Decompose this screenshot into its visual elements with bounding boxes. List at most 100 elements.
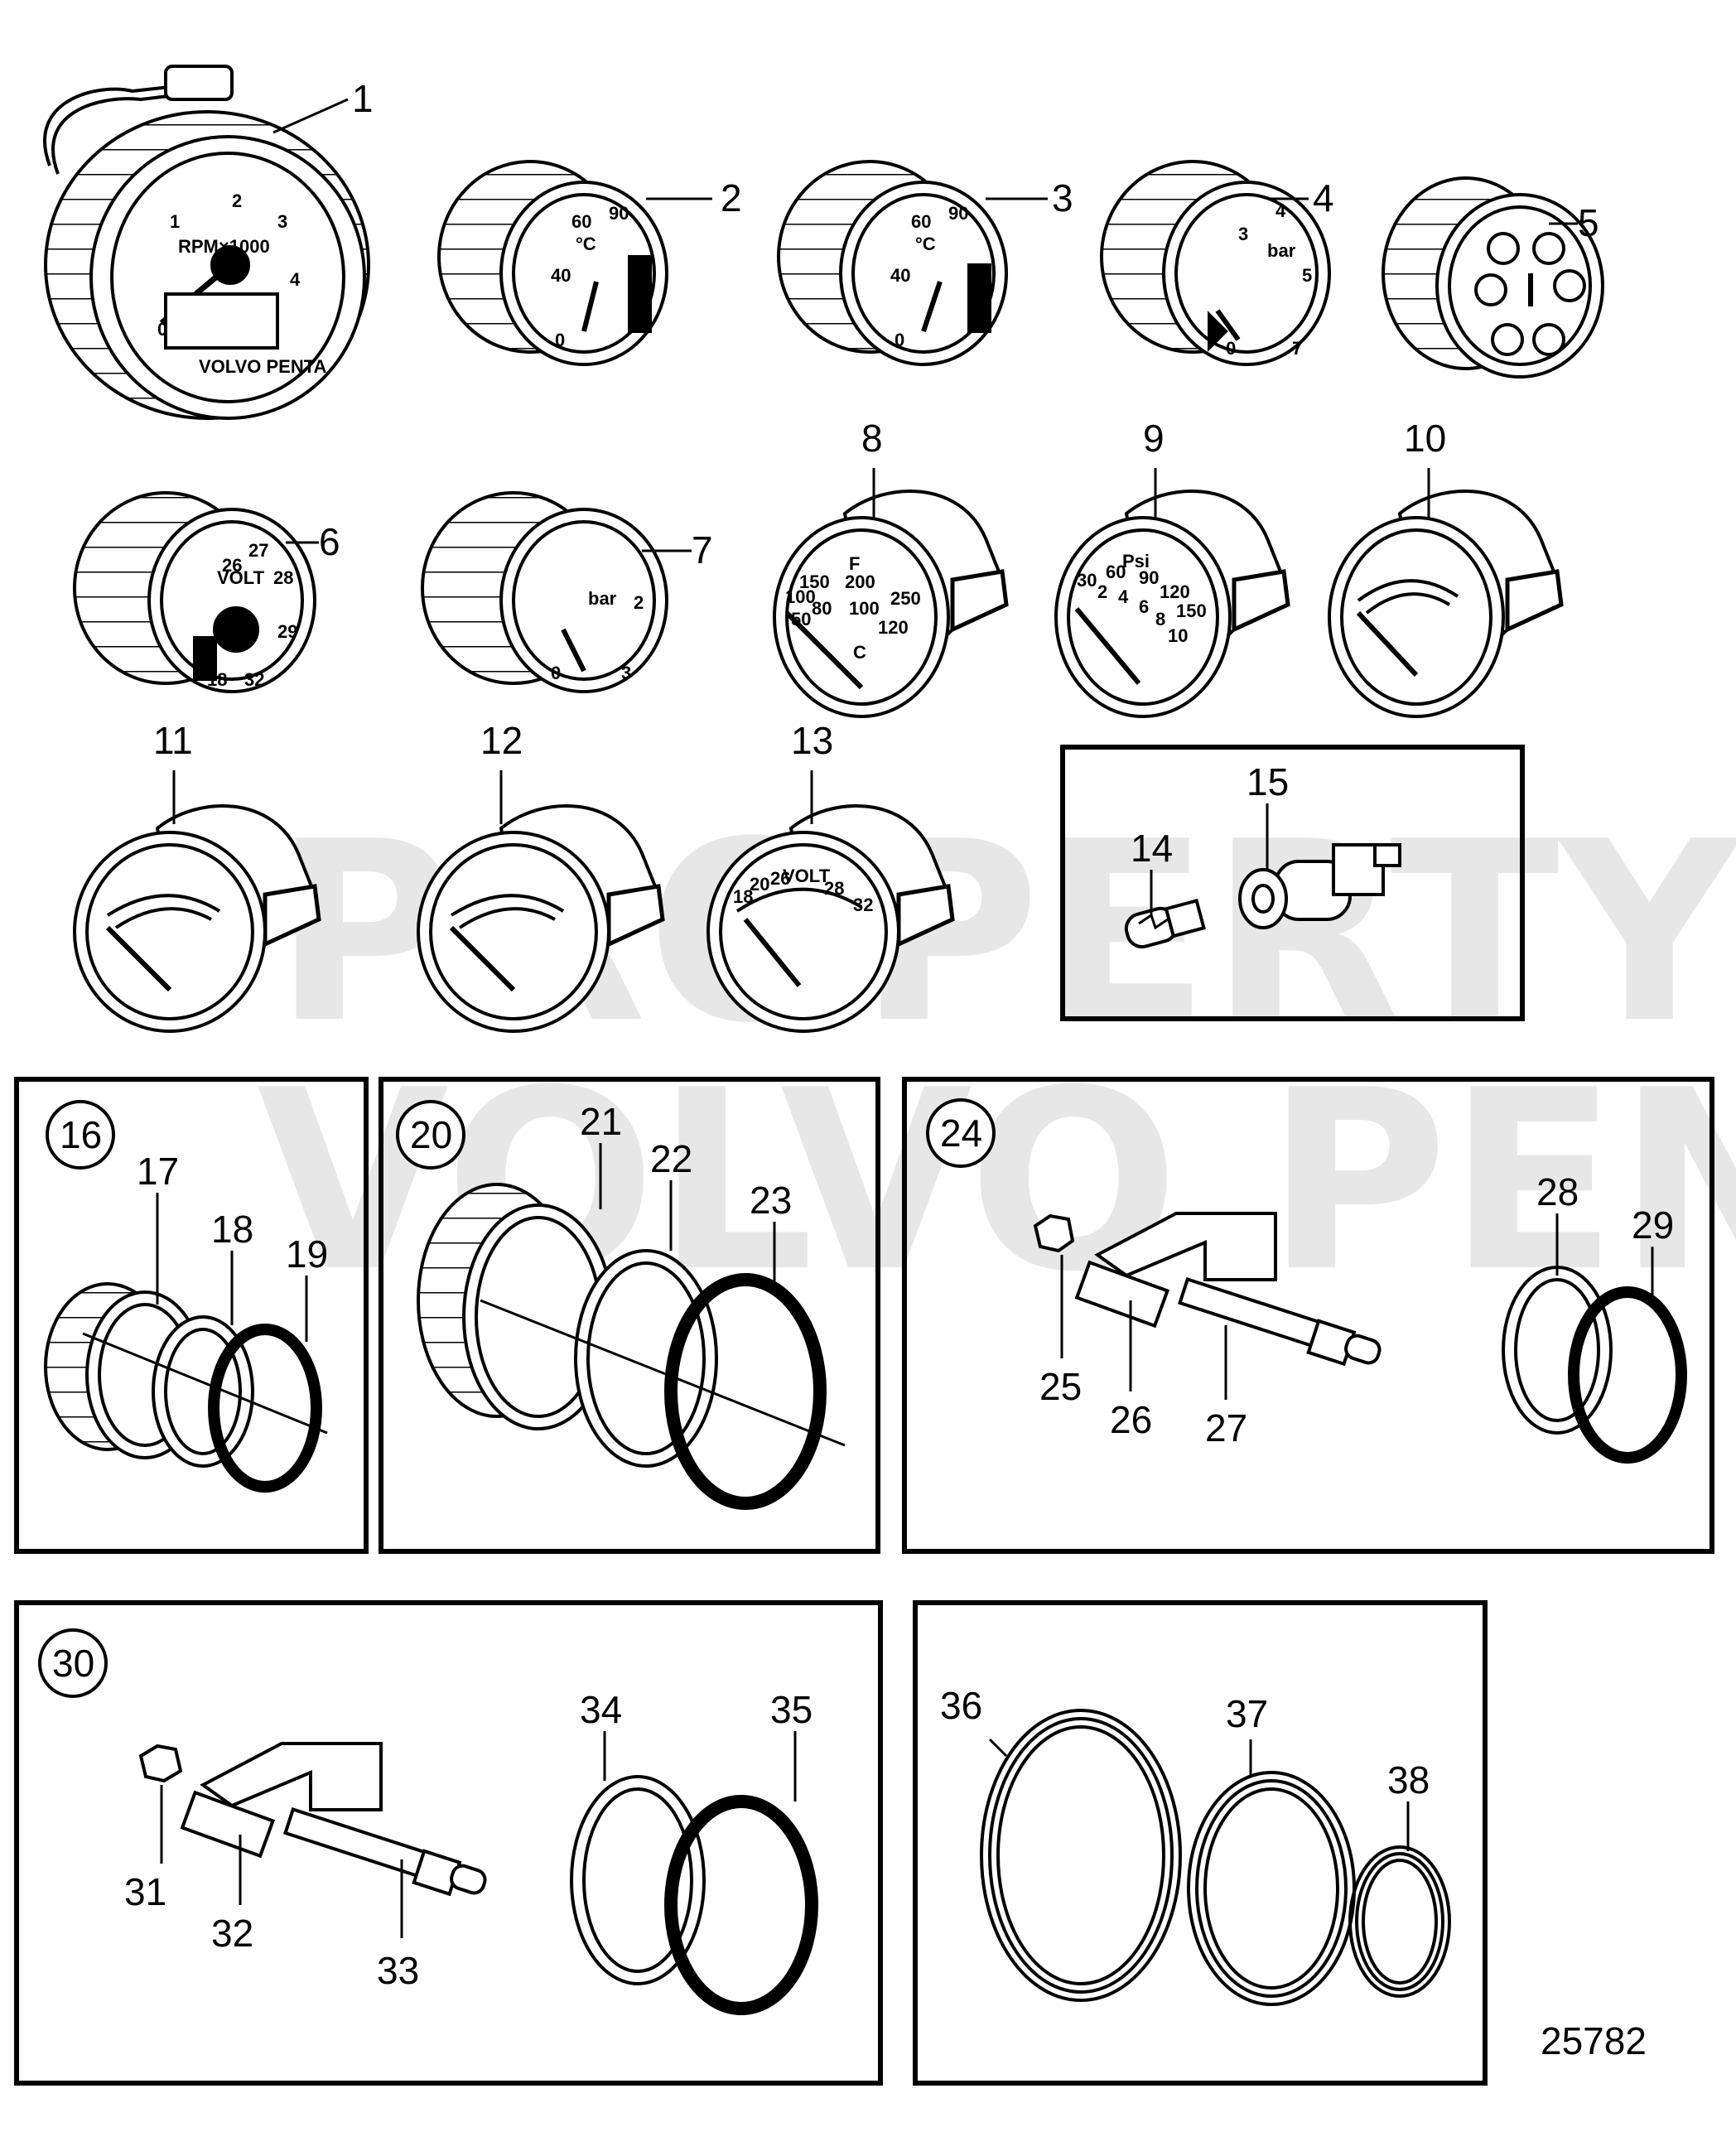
callout-22: 22 [650,1137,692,1180]
pressure-tick-0: 0 [1226,338,1236,359]
callout-33: 33 [377,1949,419,1992]
group-20-circle [396,1100,465,1170]
callout-15: 15 [1247,760,1289,803]
tacho-tick-0: 0 [157,319,167,340]
volt-tick-5: 32 [244,669,264,690]
pressure-tick-7: 7 [1292,338,1302,359]
f-tick-1: 150 [799,572,830,592]
callout-5: 5 [1578,201,1599,244]
seal-ring-small [208,1324,322,1493]
bulb [1124,898,1206,949]
callout-32: 32 [211,1912,253,1955]
seal-ring-30 [664,1795,818,2015]
callout-25: 25 [1039,1365,1082,1408]
callout-35: 35 [770,1688,813,1731]
callout-27: 27 [1205,1406,1247,1449]
volt-unit: VOLT [217,567,265,588]
tacho-brand: VOLVO PENTA [199,356,327,377]
pressure-tick-3: 3 [1238,224,1248,244]
callout-3: 3 [1052,176,1073,219]
gasket-large [980,1709,1182,2002]
c-unit: C [853,642,866,663]
pressure2-tick-2: 2 [634,592,644,613]
group-24-circle [926,1098,996,1168]
callout-28: 28 [1536,1170,1579,1213]
box-group-20 [379,1077,880,1554]
callout-26: 26 [1110,1398,1152,1441]
pressure-unit: bar [1267,240,1296,261]
temp-tick-3: 90 [609,203,629,224]
psi-tick-1: 60 [1106,562,1126,582]
callout-11: 11 [153,719,193,762]
volt2-tick-2: 26 [770,868,790,889]
callout-21: 21 [580,1100,622,1143]
washer-small [152,1315,254,1468]
volt-tick-2: 27 [248,540,268,561]
psi-tick-0: 30 [1077,570,1097,591]
psi-bar-tick-1: 4 [1118,586,1129,607]
callout-4: 4 [1313,176,1334,219]
callout-8: 8 [861,417,883,460]
callout-14: 14 [1131,827,1173,870]
f-tick-0: 100 [785,586,816,607]
callout-23: 23 [750,1179,792,1222]
bezel-nut-large [417,1183,615,1430]
volt-tick-4: 29 [277,621,297,642]
volt2-tick-1: 20 [750,874,769,895]
pressure2-tick-3: 3 [621,663,631,683]
group-24-label: 24 [940,1112,982,1155]
volt-tick-0: 18 [207,669,227,690]
drawing-number: 25782 [1541,2019,1647,2062]
psi-bar-tick-4: 10 [1168,625,1188,646]
pressure2-unit: bar [588,588,617,609]
callout-12: 12 [480,719,523,762]
c-tick-1: 80 [812,598,832,619]
tacho-unit: RPM×1000 [178,236,270,257]
pressure2-tick-0: 0 [551,663,561,683]
temp2-tick-1: 40 [890,265,910,286]
bulb-socket [1238,843,1401,929]
tacho-tick-4: 4 [290,269,301,290]
volt2-unit: VOLT [783,866,831,886]
psi-unit: Psi [1122,551,1150,572]
group-20-label: 20 [410,1113,452,1156]
bracket-assembly-30 [138,1742,487,1897]
temp2-tick-2: 60 [911,211,931,232]
psi-bar-tick-3: 8 [1155,609,1165,629]
temp-tick-1: 40 [551,265,571,286]
washer-24 [1502,1266,1613,1435]
tacho-tick-3: 3 [277,211,287,232]
f-unit: F [849,553,860,574]
callout-29: 29 [1632,1203,1674,1247]
bracket-assembly-24 [1033,1212,1382,1367]
callout-19: 19 [286,1232,328,1276]
axis-line-20 [480,1299,846,1447]
gauge-temperature-fc: F C 100 150 200 250 50 80 100 120 [773,489,1009,718]
gauge-tachometer: RPM×1000 VOLVO PENTA 0 1 2 3 4 [43,65,370,420]
callout-1: 1 [352,77,374,120]
c-tick-0: 50 [791,609,811,629]
volt2-tick-4: 32 [853,895,873,915]
tacho-tick-1: 1 [170,211,180,232]
pressure-tick-4: 4 [1275,200,1286,221]
callout-13: 13 [791,719,833,762]
callout-2: 2 [721,176,742,219]
gauge-blank-11 [73,803,321,1033]
psi-tick-2: 90 [1139,567,1159,588]
psi-bar-tick-0: 2 [1097,581,1107,602]
axis-line-16 [82,1332,328,1435]
temp2-unit: °C [915,234,936,254]
tacho-tick-2: 2 [232,191,242,211]
callout-38: 38 [1387,1758,1430,1801]
volt-tick-3: 28 [273,567,293,588]
volt2-tick-3: 28 [824,878,844,899]
callout-9: 9 [1143,417,1165,460]
pressure-tick-5: 5 [1302,265,1312,286]
volt2-tick-0: 18 [733,886,753,907]
callout-7: 7 [692,528,713,572]
seal-ring-24 [1568,1286,1687,1464]
gauge-temperature-2: °C 0 40 60 90 [777,160,1008,366]
callout-36: 36 [940,1684,982,1727]
callout-17: 17 [137,1150,179,1193]
